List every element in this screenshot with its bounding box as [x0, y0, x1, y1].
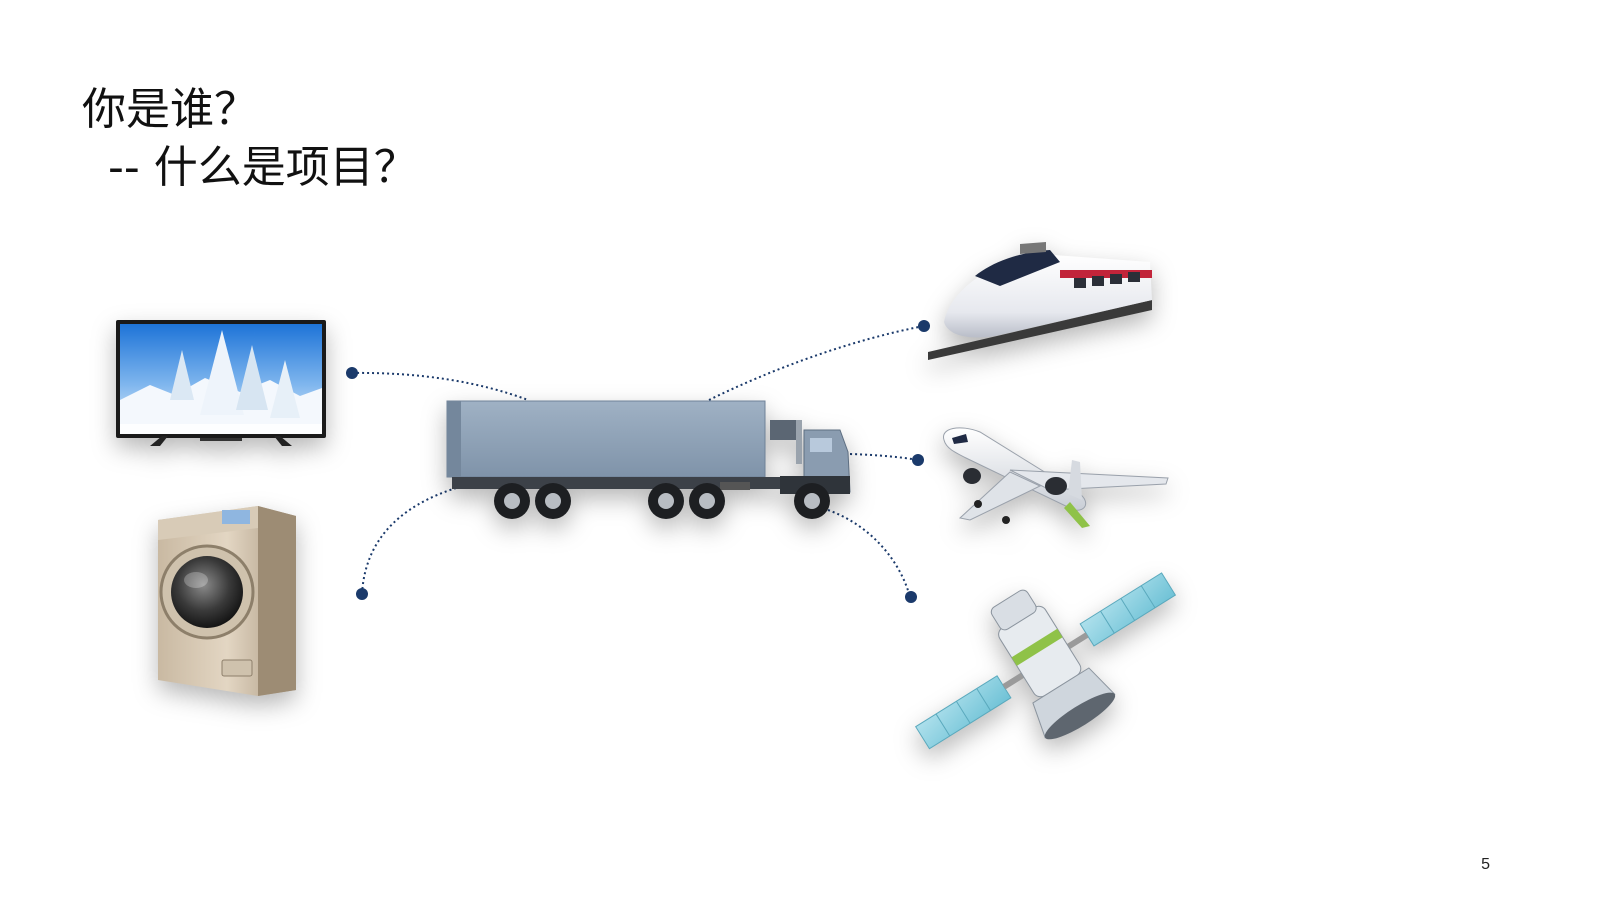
connector-lines: [351, 325, 925, 598]
television-icon: [116, 320, 326, 446]
dot-spacecraft: [905, 591, 917, 603]
truck-icon: [446, 400, 851, 519]
connector-tv: [351, 371, 529, 401]
connector-washer: [361, 481, 479, 595]
high-speed-train-icon: [928, 242, 1152, 360]
dot-washer: [356, 588, 368, 600]
dot-tv: [346, 367, 358, 379]
washing-machine-icon: [158, 506, 296, 696]
connector-spacecraft: [827, 509, 911, 598]
connector-dots: [346, 320, 930, 603]
spacecraft-icon: [914, 572, 1177, 750]
airplane-icon: [943, 427, 1169, 528]
page-number: 5: [1481, 856, 1490, 873]
title-line-2: -- 什么是项目？: [108, 142, 418, 193]
title-line-1: 你是谁？: [82, 84, 258, 135]
connector-plane: [849, 453, 919, 461]
dot-plane: [912, 454, 924, 466]
connector-train: [708, 325, 925, 401]
dot-train: [918, 320, 930, 332]
